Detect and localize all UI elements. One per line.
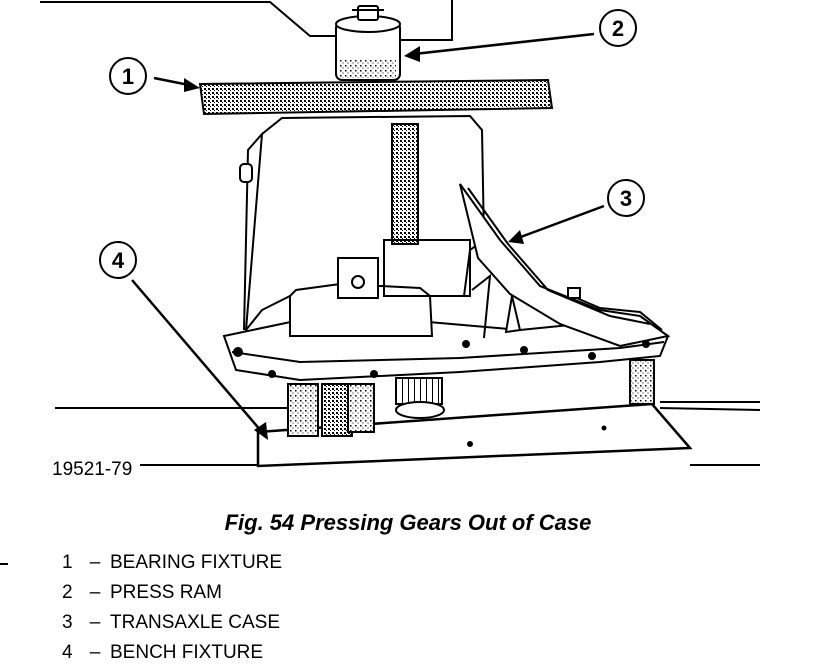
output-gear (395, 377, 445, 419)
legend-list: 1–BEARING FIXTURE 2–PRESS RAM 3–TRANSAXL… (62, 551, 282, 671)
figure-code: 19521-79 (52, 459, 132, 480)
legend-label: PRESS RAM (110, 582, 222, 603)
callout-2-label: 2 (612, 16, 624, 41)
callout-1: 1 (109, 57, 200, 95)
callout-3-label: 3 (620, 186, 632, 211)
bearing-fixture (198, 78, 554, 116)
legend-dash: – (89, 642, 101, 663)
legend-item: 1–BEARING FIXTURE (62, 551, 282, 581)
support-posts (287, 359, 655, 437)
legend-number: 4 (62, 642, 73, 663)
callout-4-label: 4 (112, 248, 125, 273)
transaxle-case (222, 114, 671, 382)
legend-item: 2–PRESS RAM (62, 581, 282, 611)
press-ram (335, 5, 401, 81)
press-frame (40, 0, 453, 41)
legend-item: 3–TRANSAXLE CASE (62, 611, 282, 641)
figure-caption: Fig. 54 Pressing Gears Out of Case (224, 510, 592, 535)
legend-label: TRANSAXLE CASE (110, 612, 280, 633)
legend-item: 4–BENCH FIXTURE (62, 641, 282, 671)
legend-number: 3 (62, 612, 73, 633)
callout-1-label: 1 (122, 64, 134, 89)
diagram-illustration: 1 2 3 4 19521-79 (40, 0, 761, 480)
legend-dash: – (89, 582, 101, 603)
legend-dash: – (89, 552, 101, 573)
legend-label: BEARING FIXTURE (110, 552, 283, 573)
legend-number: 1 (62, 552, 73, 573)
legend-number: 2 (62, 582, 73, 603)
legend-label: BENCH FIXTURE (110, 642, 264, 663)
bench-fixture (256, 402, 693, 468)
callout-4: 4 (99, 241, 268, 440)
callout-3: 3 (508, 179, 645, 244)
margin-mark (0, 563, 8, 565)
callout-2: 2 (404, 9, 637, 62)
legend-dash: – (89, 612, 101, 633)
bench-surface (55, 401, 761, 466)
